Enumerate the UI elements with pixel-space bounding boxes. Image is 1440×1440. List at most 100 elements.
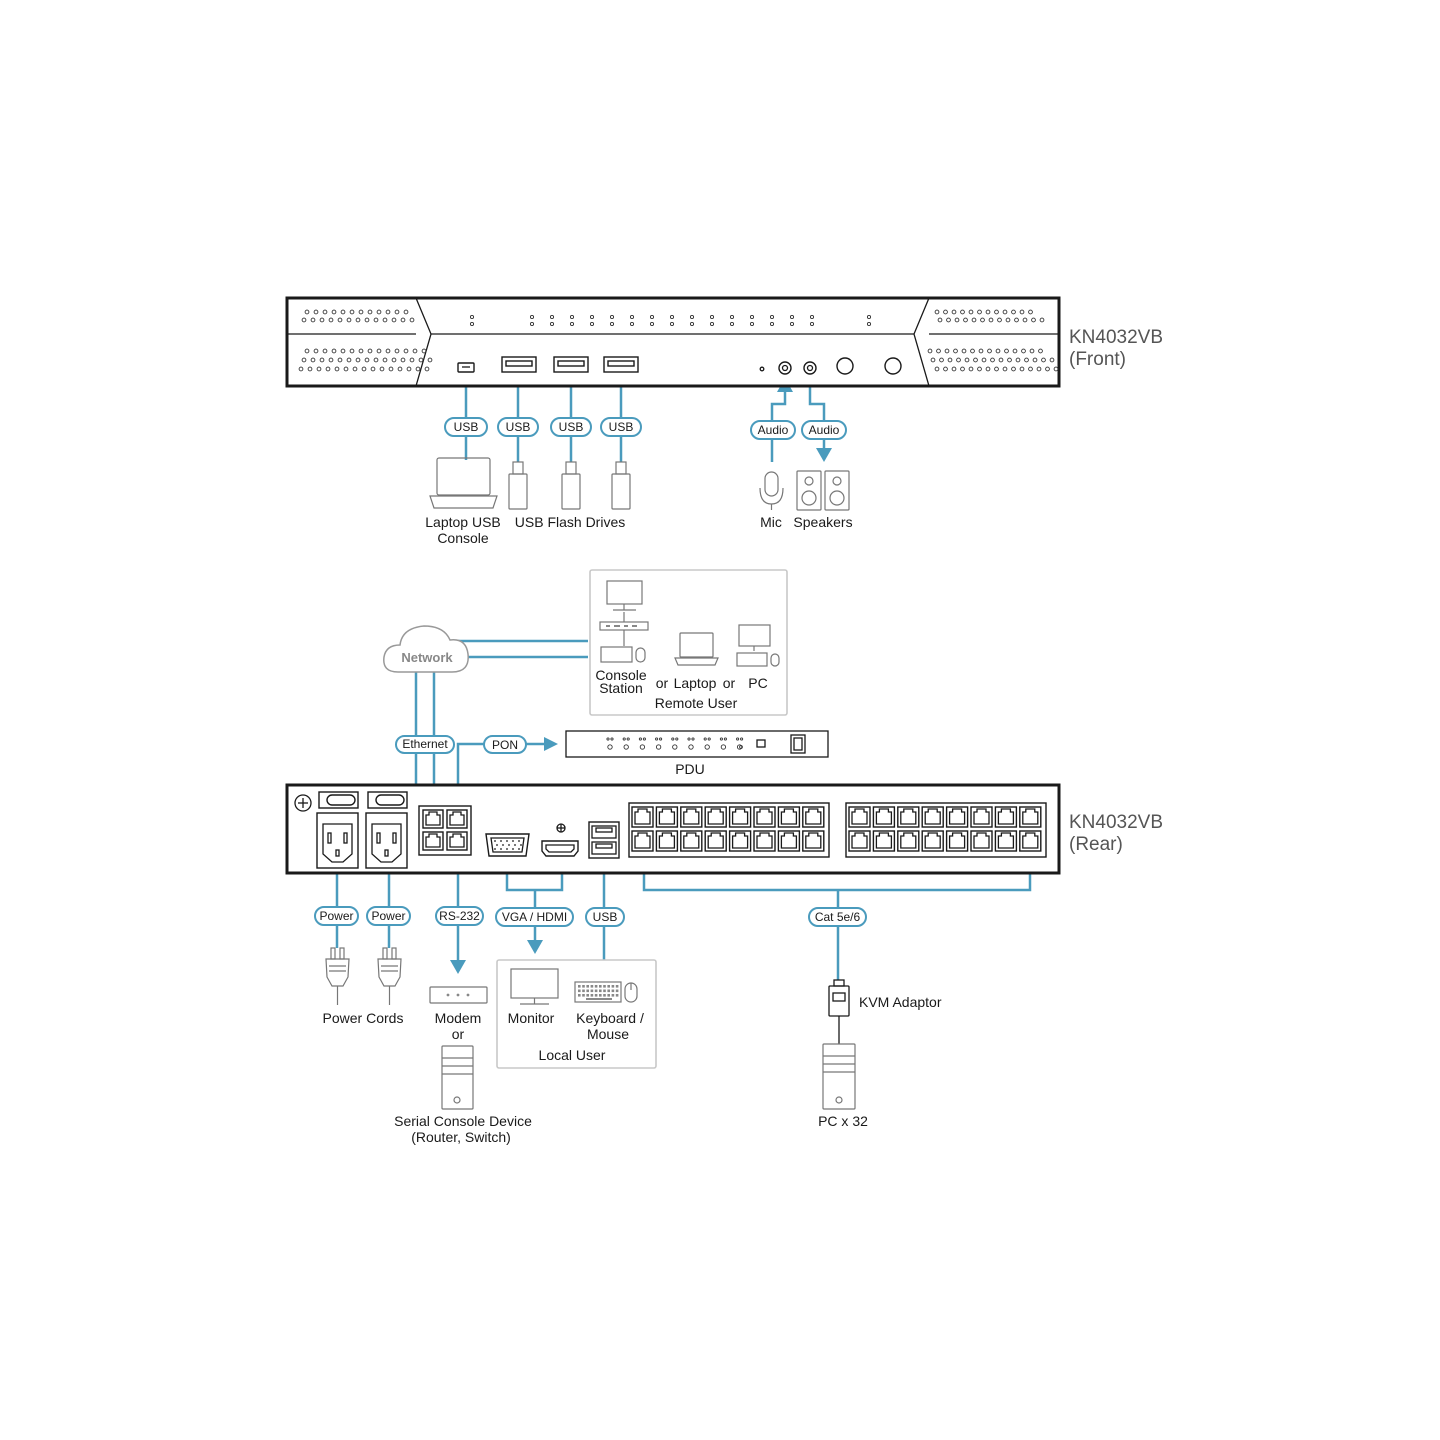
- usb-flash-drive-icon: [611, 461, 631, 510]
- cable-vga-hdmi-arrowhead: [527, 940, 543, 954]
- front-model-name: KN4032VB: [1069, 327, 1163, 348]
- modem-icon: [429, 986, 488, 1004]
- mic-label: Mic: [760, 514, 782, 530]
- svg-text:USB: USB: [454, 420, 479, 434]
- remote-laptop-icon: [674, 632, 719, 666]
- laptop-icon: [429, 457, 498, 509]
- front-vent-dots: [298, 309, 1059, 372]
- rear-model-name: KN4032VB: [1069, 812, 1163, 833]
- laptop-label-line2: Console: [437, 530, 489, 546]
- rs232-cable-label: RS-232: [435, 906, 484, 926]
- front-button-1: [836, 357, 854, 375]
- usb-flash-drive-icon: [508, 461, 528, 510]
- ethernet-cable-label: Ethernet: [395, 735, 455, 754]
- console-station-label-line1: Console: [595, 667, 647, 683]
- cable-label-layer: USB USB USB USB Audio Audio Ethernet PON…: [314, 417, 867, 927]
- remote-or-1: or: [656, 675, 669, 691]
- vga-port-pins: [494, 840, 522, 850]
- laptop-label-line1: Laptop USB: [425, 514, 501, 530]
- local-user-title: Local User: [539, 1047, 606, 1063]
- audio-cable-label-speakers: Audio: [801, 420, 847, 440]
- flash-drives-label: USB Flash Drives: [515, 514, 625, 530]
- console-station-label-line2: Station: [599, 680, 643, 696]
- pdu-device: [565, 730, 829, 758]
- vga-hdmi-cable-label: VGA / HDMI: [495, 907, 574, 927]
- front-button-2: [884, 357, 902, 375]
- monitor-icon: [510, 968, 559, 1005]
- power-cords-label: Power Cords: [323, 1010, 404, 1026]
- svg-text:VGA / HDMI: VGA / HDMI: [502, 910, 567, 924]
- network-cloud-icon: [383, 625, 469, 673]
- network-label: Network: [401, 650, 453, 665]
- local-user-box: [496, 959, 657, 1069]
- svg-text:Power: Power: [319, 909, 353, 923]
- svg-text:RS-232: RS-232: [439, 909, 480, 923]
- svg-text:Power: Power: [371, 909, 405, 923]
- hdmi-port: [541, 823, 579, 857]
- cable-rs232-arrowhead: [450, 960, 466, 974]
- power-plug-icon: [377, 947, 402, 1005]
- rear-usb-ports: [588, 821, 620, 859]
- usb-cable-label: USB: [600, 417, 642, 437]
- speakers-label: Speakers: [793, 514, 852, 530]
- cable-pon-arrowhead: [544, 737, 558, 751]
- remote-pc-icon: [736, 624, 780, 667]
- microphone-icon: [759, 471, 784, 510]
- svg-text:Audio: Audio: [809, 423, 840, 437]
- keyboard-mouse-label-line2: Mouse: [587, 1026, 629, 1042]
- speakers-icon: [796, 470, 850, 511]
- keyboard-mouse-icon: [574, 981, 638, 1003]
- svg-text:USB: USB: [609, 420, 634, 434]
- cable-audio-speakers-arrowhead: [816, 448, 832, 462]
- svg-text:USB: USB: [506, 420, 531, 434]
- pon-cable-label: PON: [483, 735, 527, 754]
- svg-text:Cat 5e/6: Cat 5e/6: [815, 910, 861, 924]
- kvm-rear-panel: [285, 783, 1061, 875]
- pc-x32-label: PC x 32: [818, 1113, 868, 1129]
- serial-console-label-line1: Serial Console Device: [394, 1113, 532, 1129]
- audio-cable-label-mic: Audio: [750, 420, 796, 440]
- remote-laptop-label: Laptop: [674, 675, 717, 691]
- usb-local-cable-label: USB: [585, 907, 625, 927]
- ground-screw-icon: [294, 794, 312, 812]
- serial-console-label-line2: (Router, Switch): [411, 1129, 511, 1145]
- remote-user-box: [589, 569, 788, 716]
- kvm-ports: [631, 806, 1042, 852]
- pdu-label: PDU: [675, 761, 705, 777]
- pc-tower-icon: [822, 1043, 856, 1110]
- svg-text:Ethernet: Ethernet: [402, 737, 448, 751]
- remote-or-2: or: [723, 675, 736, 691]
- remote-pc-label: PC: [748, 675, 767, 691]
- monitor-label: Monitor: [508, 1010, 555, 1026]
- vga-port: [485, 833, 530, 857]
- power-plug-icon: [325, 947, 350, 1005]
- usb-cable-label: USB: [550, 417, 592, 437]
- modem-or-label: or: [452, 1026, 465, 1042]
- power-inlet-2: [365, 812, 408, 869]
- console-station-icon: [599, 580, 649, 663]
- usb-cable-label: USB: [444, 417, 488, 437]
- kvm-front-panel: [285, 296, 1061, 388]
- front-model-view: (Front): [1069, 349, 1126, 370]
- pdu-outlet-dots: [606, 737, 744, 750]
- kvm-adaptor-icon: [828, 979, 850, 1044]
- front-speaker-jack: [803, 361, 817, 375]
- remote-user-title: Remote User: [655, 695, 738, 711]
- svg-text:USB: USB: [559, 420, 584, 434]
- power-cable-label-2: Power: [366, 906, 411, 926]
- svg-text:USB: USB: [593, 910, 618, 924]
- usb-flash-drive-icon: [561, 461, 581, 510]
- svg-text:PON: PON: [492, 738, 518, 752]
- serial-console-device-icon: [441, 1045, 474, 1110]
- kvm-adaptor-label: KVM Adaptor: [859, 994, 942, 1010]
- rear-model-view: (Rear): [1069, 834, 1123, 855]
- front-mic-jack: [778, 361, 792, 375]
- keyboard-mouse-label-line1: Keyboard /: [576, 1010, 644, 1026]
- power-cable-label-1: Power: [314, 906, 359, 926]
- cat-cable-label: Cat 5e/6: [808, 907, 867, 927]
- usb-cable-label: USB: [497, 417, 539, 437]
- modem-label: Modem: [435, 1010, 482, 1026]
- power-inlet-1: [316, 812, 359, 869]
- svg-text:Audio: Audio: [758, 423, 789, 437]
